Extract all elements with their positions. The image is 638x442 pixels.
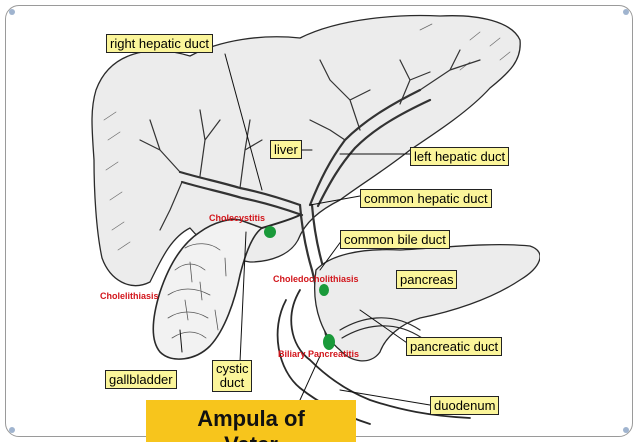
duodenum-outline (290, 289, 471, 419)
condition-biliary-pancreatitis: Biliary Pancreatitis (278, 349, 360, 359)
stone-ampulla (323, 334, 335, 350)
corner-dot (623, 427, 629, 433)
label-cystic-duct: cystic duct (212, 360, 252, 392)
label-common-hepatic-duct: common hepatic duct (360, 189, 492, 208)
label-right-hepatic-duct: right hepatic duct (106, 34, 214, 53)
condition-cholelithiasis: Cholelithiasis (100, 291, 159, 301)
label-duodenum: duodenum (430, 396, 500, 415)
corner-dot (623, 9, 629, 15)
label-cystic-duct-line2: duct (219, 375, 245, 390)
label-cystic-duct-line1: cystic (216, 361, 249, 376)
title-line1: Ampula of (197, 406, 305, 431)
condition-choledocholithiasis: Choledocholithiasis (273, 274, 359, 284)
pancreas-outline (314, 244, 540, 362)
title-line2: Vater (146, 432, 356, 442)
stone-cbd (319, 284, 329, 296)
ampulla-title-box: Ampula of Vater (146, 400, 356, 442)
label-left-hepatic-duct: left hepatic duct (410, 147, 510, 166)
condition-cholecystitis: Cholecystitis (209, 213, 266, 223)
liver-outline (91, 14, 521, 287)
label-pancreas: pancreas (396, 270, 458, 289)
label-gallbladder: gallbladder (105, 370, 177, 389)
corner-dot (9, 427, 15, 433)
label-common-bile-duct: common bile duct (340, 230, 450, 249)
gallbladder-shape (152, 218, 263, 360)
biliary-anatomy-drawing (90, 14, 540, 442)
label-pancreatic-duct: pancreatic duct (406, 337, 503, 356)
label-liver: liver (270, 140, 302, 159)
corner-dot (9, 9, 15, 15)
stone-cystic (264, 226, 276, 238)
